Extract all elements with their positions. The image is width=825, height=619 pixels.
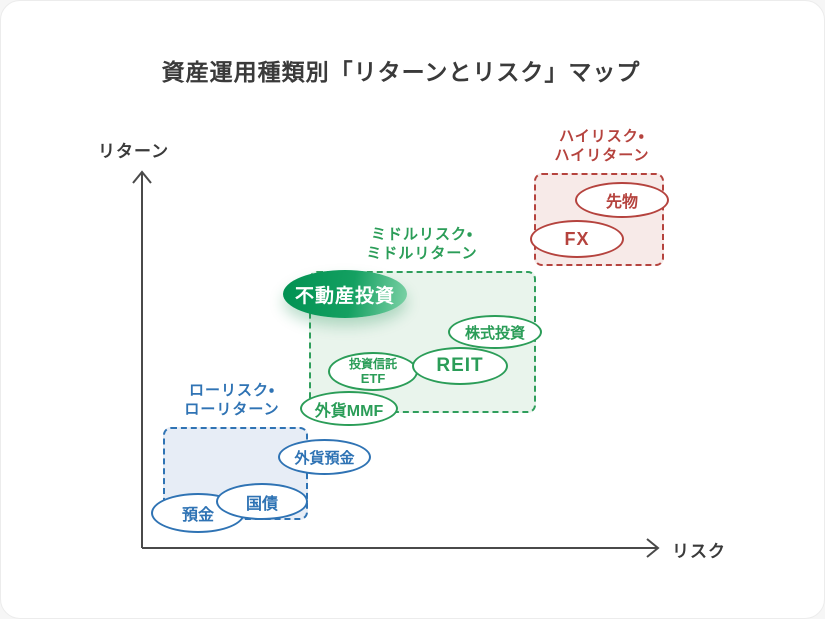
item-fund-etf: 投資信託 ETF	[328, 352, 418, 391]
page-title: 資産運用種類別「リターンとリスク」マップ	[161, 59, 641, 85]
y-axis-arrow-icon	[132, 170, 152, 184]
item-foreign-currency-deposit: 外貨預金	[278, 439, 371, 475]
item-fund-etf-line2: ETF	[360, 370, 386, 386]
item-government-bond: 国債	[216, 483, 308, 520]
item-futures: 先物	[575, 182, 669, 218]
zone-label-line: ローリターン	[184, 401, 280, 418]
item-fx: FX	[530, 220, 624, 258]
y-axis-label: リターン	[98, 142, 170, 161]
item-real-estate-investment-highlight: 不動産投資	[283, 270, 407, 318]
zone-label-middle-risk: ミドルリスク・ ミドルリターン	[347, 225, 497, 263]
zone-label-line: ミドルリターン	[366, 245, 478, 262]
x-axis-label: リスク	[672, 542, 726, 561]
item-fund-etf-line1: 投資信託	[348, 356, 397, 371]
zone-label-line: ハイリターン	[554, 147, 650, 164]
zone-label-high-risk: ハイリスク・ ハイリターン	[527, 127, 677, 165]
x-axis-arrow-icon	[646, 538, 660, 558]
zone-label-line: ローリスク・	[188, 382, 276, 399]
item-reit: REIT	[412, 347, 508, 385]
item-foreign-currency-mmf: 外貨MMF	[300, 391, 398, 426]
item-stock-investment: 株式投資	[448, 315, 542, 349]
zone-label-line: ハイリスク・	[559, 128, 645, 145]
zone-label-line: ミドルリスク・	[370, 226, 474, 243]
zone-label-low-risk: ローリスク・ ローリターン	[157, 381, 307, 419]
